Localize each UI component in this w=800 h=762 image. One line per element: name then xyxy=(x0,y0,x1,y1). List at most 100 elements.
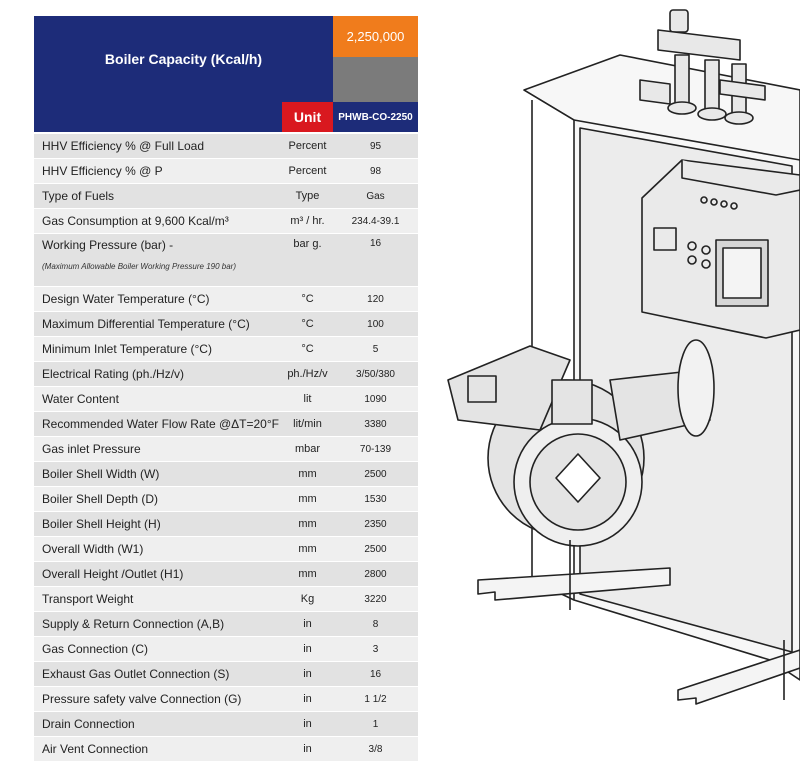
spec-parameter: Gas inlet Pressure xyxy=(34,436,282,462)
spec-unit: lit/min xyxy=(282,411,333,437)
spec-parameter: Water Content xyxy=(34,386,282,412)
spec-parameter-label: Type of Fuels xyxy=(42,189,115,203)
spec-unit: in xyxy=(282,736,333,762)
model-column-header: PHWB-CO-2250 xyxy=(333,102,418,132)
spec-parameter: Exhaust Gas Outlet Connection (S) xyxy=(34,661,282,687)
spec-value: 95 xyxy=(333,134,418,159)
spec-parameter-label: Working Pressure (bar) - xyxy=(42,238,174,252)
burner xyxy=(447,339,715,547)
spec-unit: °C xyxy=(282,336,333,362)
spec-parameter: Drain Connection xyxy=(34,711,282,737)
spec-parameter-label: Gas inlet Pressure xyxy=(42,442,141,456)
spec-value: Gas xyxy=(333,183,418,209)
spec-parameter-label: Water Content xyxy=(42,392,119,406)
spec-parameter: Gas Consumption at 9,600 Kcal/m³ xyxy=(34,208,282,234)
spec-row: Working Pressure (bar) - (Maximum Allowab… xyxy=(34,233,418,287)
spec-value: 1 1/2 xyxy=(333,686,418,712)
spec-value: 70-139 xyxy=(333,436,418,462)
spec-parameter: Air Vent Connection xyxy=(34,736,282,762)
spec-parameter: Boiler Shell Width (W) xyxy=(34,461,282,487)
spec-value: 2500 xyxy=(333,461,418,487)
spec-parameter-label: Boiler Shell Height (H) xyxy=(42,517,161,531)
spec-value: 16 xyxy=(333,661,418,687)
spec-parameter-label: Boiler Shell Width (W) xyxy=(42,467,160,481)
spec-unit: Type xyxy=(282,183,333,209)
spec-unit: m³ / hr. xyxy=(282,208,333,234)
spec-parameter-label: HHV Efficiency % @ Full Load xyxy=(42,139,205,153)
spec-row: Gas Consumption at 9,600 Kcal/m³ m³ / hr.… xyxy=(34,208,418,234)
spec-unit: mm xyxy=(282,486,333,512)
spec-parameter: Pressure safety valve Connection (G) xyxy=(34,686,282,712)
spec-parameter: Minimum Inlet Temperature (°C) xyxy=(34,336,282,362)
base-rails xyxy=(477,540,800,705)
spec-parameter: Supply & Return Connection (A,B) xyxy=(34,611,282,637)
spec-table: Boiler Capacity (Kcal/h) 2,250,000 Unit … xyxy=(34,16,418,762)
spec-unit: Kg xyxy=(282,586,333,612)
spec-unit: lit xyxy=(282,386,333,412)
spec-parameter-label: Electrical Rating (ph./Hz/v) xyxy=(42,367,185,381)
spec-parameter-label: Gas Connection (C) xyxy=(42,642,149,656)
header-spacer xyxy=(333,57,418,102)
spec-parameter: HHV Efficiency % @ P xyxy=(34,158,282,184)
spec-value: 3380 xyxy=(333,411,418,437)
spec-unit: bar g. xyxy=(282,233,333,287)
capacity-header-title: Boiler Capacity (Kcal/h) xyxy=(34,16,333,102)
spec-unit: in xyxy=(282,611,333,637)
spec-value: 1 xyxy=(333,711,418,737)
capacity-value: 2,250,000 xyxy=(333,16,418,58)
spec-unit: °C xyxy=(282,286,333,312)
spec-value: 16 xyxy=(333,233,418,287)
control-panel xyxy=(641,159,800,339)
spec-parameter: Working Pressure (bar) - (Maximum Allowab… xyxy=(34,233,282,287)
spec-parameter: HHV Efficiency % @ Full Load xyxy=(34,134,282,159)
spec-value: 2500 xyxy=(333,536,418,562)
spec-parameter-label: Gas Consumption at 9,600 Kcal/m³ xyxy=(42,214,229,228)
spec-unit: in xyxy=(282,711,333,737)
spec-unit: in xyxy=(282,661,333,687)
boiler-illustration xyxy=(447,9,800,705)
spec-parameter: Design Water Temperature (°C) xyxy=(34,286,282,312)
spec-value: 2350 xyxy=(333,511,418,537)
spec-parameter-label: Transport Weight xyxy=(42,592,134,606)
valve-manifold xyxy=(639,9,766,125)
spec-parameter-label: Maximum Differential Temperature (°C) xyxy=(42,317,250,331)
spec-parameter-label: Air Vent Connection xyxy=(42,742,149,756)
spec-parameter: Boiler Shell Height (H) xyxy=(34,511,282,537)
spec-parameter: Gas Connection (C) xyxy=(34,636,282,662)
spec-parameter-label: Pressure safety valve Connection (G) xyxy=(42,692,242,706)
spec-value: 2800 xyxy=(333,561,418,587)
spec-parameter-label: Drain Connection xyxy=(42,717,135,731)
spec-value: 8 xyxy=(333,611,418,637)
spec-parameter: Recommended Water Flow Rate @ΔT=20°F xyxy=(34,411,282,437)
spec-parameter-label: Overall Height /Outlet (H1) xyxy=(42,567,184,581)
spec-value: 120 xyxy=(333,286,418,312)
spec-parameter-label: Supply & Return Connection (A,B) xyxy=(42,617,225,631)
spec-unit: in xyxy=(282,686,333,712)
spec-parameter-label: Overall Width (W1) xyxy=(42,542,144,556)
spec-parameter-label: HHV Efficiency % @ P xyxy=(42,164,163,178)
spec-parameter-label: Minimum Inlet Temperature (°C) xyxy=(42,342,212,356)
spec-parameter: Boiler Shell Depth (D) xyxy=(34,486,282,512)
spec-parameter: Overall Width (W1) xyxy=(34,536,282,562)
spec-parameter: Maximum Differential Temperature (°C) xyxy=(34,311,282,337)
spec-unit: mbar xyxy=(282,436,333,462)
spec-parameter: Overall Height /Outlet (H1) xyxy=(34,561,282,587)
spec-parameter-note: (Maximum Allowable Boiler Working Pressu… xyxy=(42,262,236,271)
spec-unit: mm xyxy=(282,461,333,487)
